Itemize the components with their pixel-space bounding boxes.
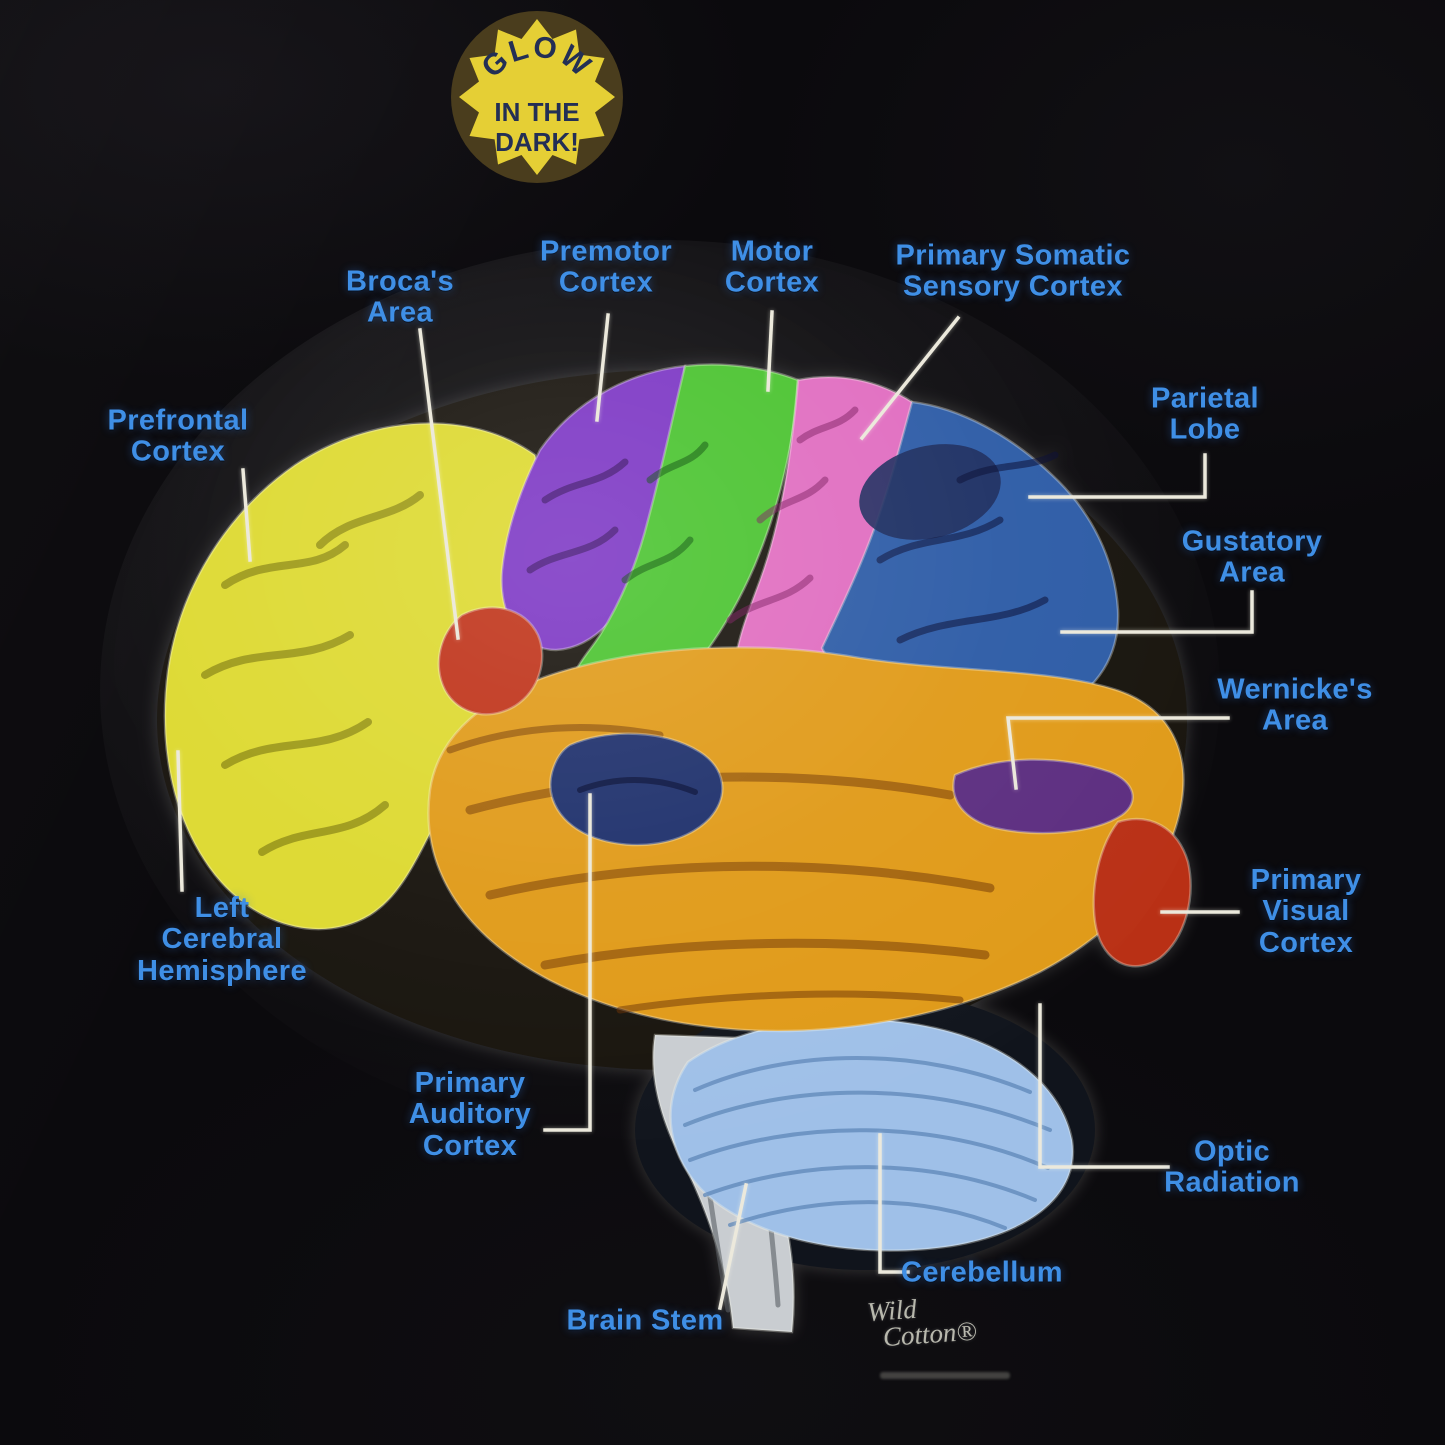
leader-somatic	[859, 315, 961, 441]
leader-motor	[766, 310, 774, 392]
label-motor-cortex: Motor Cortex	[724, 235, 820, 299]
brain-illustration	[100, 240, 1220, 1334]
label-somatic-sensory-cortex: Primary Somatic Sensory Cortex	[895, 239, 1131, 303]
sticker-inthe-text: IN THE	[494, 97, 579, 127]
label-brocas-area: Broca's Area	[345, 265, 455, 329]
sticker-dark-text: DARK!	[495, 127, 579, 157]
label-gustatory-area: Gustatory Area	[1181, 525, 1323, 589]
leader-wernicke	[1006, 716, 1230, 790]
label-cerebellum: Cerebellum	[901, 1256, 1063, 1289]
brain-sheen	[100, 240, 1220, 1140]
brand-wordmark: Wild Cotton®	[866, 1293, 978, 1352]
leader-optic	[1038, 1003, 1170, 1169]
glow-sticker: GLOW IN THE DARK!	[451, 11, 623, 183]
label-parietal-lobe: Parietal Lobe	[1151, 382, 1259, 446]
leader-gustatory	[1060, 590, 1254, 634]
label-primary-auditory-cortex: Primary Auditory Cortex	[408, 1067, 532, 1162]
leader-parietal	[1028, 453, 1207, 499]
label-brain-stem: Brain Stem	[566, 1304, 724, 1337]
label-optic-radiation: Optic Radiation	[1164, 1135, 1300, 1199]
label-primary-visual-cortex: Primary Visual Cortex	[1250, 864, 1362, 959]
leader-premotor	[595, 313, 610, 422]
leader-brain-stem	[717, 1182, 749, 1311]
leader-lines	[176, 310, 1254, 1311]
leader-cerebellum	[878, 1133, 910, 1274]
sticker-starburst	[459, 19, 615, 175]
label-premotor-cortex: Premotor Cortex	[539, 235, 673, 299]
leader-broca	[418, 328, 460, 640]
label-wernickes-area: Wernicke's Area	[1217, 673, 1373, 737]
label-left-cerebral-hemisphere: Left Cerebral Hemisphere	[136, 892, 308, 987]
copyright-microprint	[880, 1372, 1010, 1379]
leader-auditory	[543, 793, 592, 1132]
leader-left-hemisphere	[176, 750, 184, 892]
leader-prefrontal	[241, 468, 252, 562]
label-prefrontal-cortex: Prefrontal Cortex	[107, 404, 249, 468]
